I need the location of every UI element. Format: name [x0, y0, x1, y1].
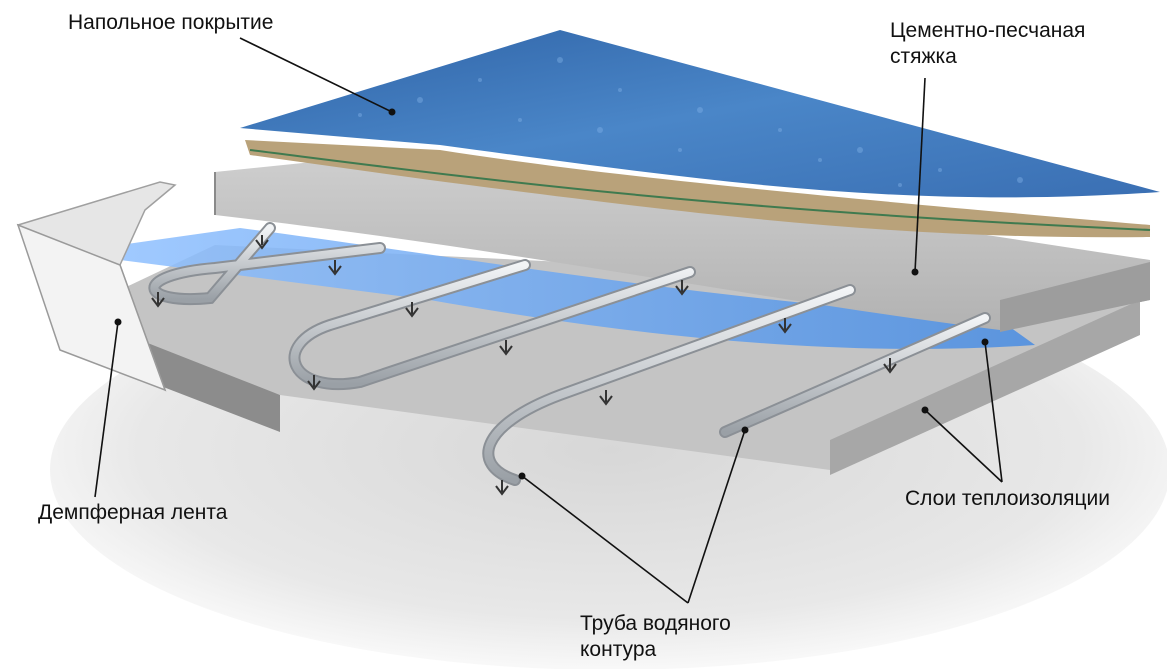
leader-screed: [914, 77, 926, 273]
insulation-slab-right-face: [830, 300, 1140, 475]
screed-slab: [215, 150, 1150, 330]
leader-pipe-2: [687, 429, 746, 604]
screed-side-face: [1000, 262, 1150, 332]
pipe-text-line1: Труба водяного: [580, 612, 731, 635]
leader-pipe-1: [521, 475, 689, 604]
insulation-layers-text: Слои теплоизоляции: [905, 487, 1110, 510]
screed-text-line1: Цементно-песчаная: [890, 19, 1086, 42]
label-screed: Цементно-песчаная стяжка: [890, 18, 1085, 70]
green-underlay: [249, 149, 1151, 231]
pipe-text-line2: контура: [580, 638, 657, 661]
leader-insulation-1: [984, 341, 1003, 483]
floor-covering-text: Напольное покрытие: [68, 11, 274, 34]
label-floor-covering: Напольное покрытие: [68, 10, 273, 36]
label-damper-tape: Демпферная лента: [38, 500, 227, 526]
damper-tape-text: Демпферная лента: [38, 501, 228, 524]
insulation-film: [120, 228, 1035, 349]
damper-tape-front: [16, 223, 167, 392]
label-insulation-layers: Слои теплоизоляции: [905, 486, 1110, 512]
sand-layer: [245, 140, 1150, 238]
screed-text-line2: стяжка: [890, 45, 957, 68]
floor-covering-sheet: [240, 30, 1160, 198]
pipe-clips: [151, 235, 897, 496]
insulation-slab-front-face: [140, 340, 280, 432]
leader-insulation-2: [924, 409, 1003, 483]
leader-floor-covering: [239, 37, 393, 113]
floor-covering-texture: [358, 57, 1023, 187]
label-water-pipe: Труба водяного контура: [580, 611, 731, 663]
leader-endpoints: [114, 108, 989, 480]
water-pipe-loops: [148, 222, 991, 486]
leader-damper: [94, 321, 119, 498]
leader-lines: [94, 37, 1003, 604]
